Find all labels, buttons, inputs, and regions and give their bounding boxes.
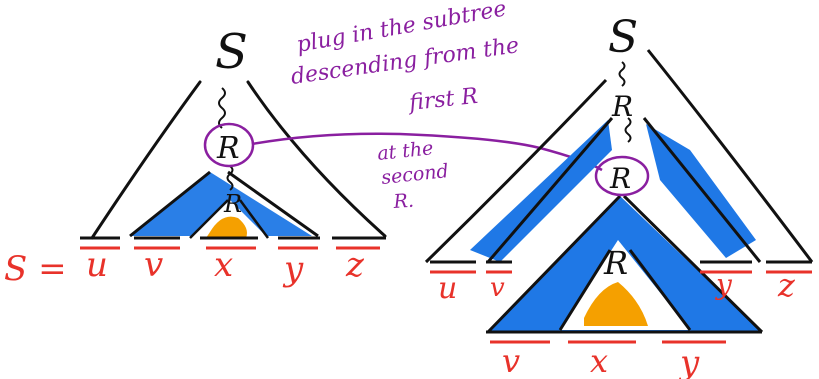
right-top-seg-v: v	[490, 273, 505, 303]
left-seg-y: y	[282, 249, 304, 289]
right-outer-left-edge	[424, 78, 608, 264]
left-squiggle-s-r	[218, 87, 226, 129]
left-inner-edges	[189, 199, 270, 239]
left-r-subtree-fill	[130, 172, 312, 236]
right-top-seg-u: u	[438, 271, 457, 306]
annotation-mid-line1: at the	[376, 137, 434, 165]
right-upper-r-label: R	[611, 90, 633, 123]
right-top-seg-z: z	[777, 266, 796, 304]
right-bottom-seg-y: y	[678, 343, 700, 379]
left-orange-x	[206, 216, 247, 238]
right-outer-right-edge	[646, 49, 814, 263]
left-seg-x: x	[214, 245, 233, 285]
left-outer-right-edge	[246, 80, 387, 238]
left-outer-left-edge	[90, 80, 202, 240]
right-bottom-seg-x: x	[590, 342, 608, 379]
annotation-top-line3: first R	[406, 84, 479, 116]
annotation-mid-line2: second	[380, 160, 449, 189]
left-r-subtree-edges	[129, 170, 319, 238]
right-squiggle-s-r	[618, 61, 626, 87]
right-bottom-seg-v: v	[502, 342, 520, 379]
right-squiggle-r-r	[624, 117, 632, 143]
right-orange-x	[584, 282, 648, 326]
annotation-mid-line3: R.	[392, 190, 415, 213]
left-tree: S R R S = u v x y z	[4, 24, 387, 289]
left-seg-v: v	[144, 245, 163, 285]
right-upper-blue-left	[470, 120, 612, 262]
left-upper-r-label: R	[216, 131, 240, 166]
left-root-label: S	[215, 24, 248, 80]
left-lower-r-label: R	[223, 190, 242, 218]
right-root-label: S	[608, 12, 638, 63]
right-second-r-label: R	[609, 162, 631, 195]
right-tree: S R R R u v y z v x y	[424, 12, 814, 379]
right-purple-circle	[594, 155, 650, 197]
right-top-seg-y: y	[714, 268, 733, 301]
left-seg-u: u	[86, 245, 108, 285]
right-plugged-r-label: R	[603, 244, 628, 282]
left-squiggle-r-r	[226, 165, 234, 191]
right-plugged-subtree-edges	[486, 194, 764, 334]
right-upper-subtree-edges	[486, 117, 762, 263]
left-equation-lhs: S =	[4, 249, 67, 289]
left-seg-z: z	[345, 245, 365, 285]
